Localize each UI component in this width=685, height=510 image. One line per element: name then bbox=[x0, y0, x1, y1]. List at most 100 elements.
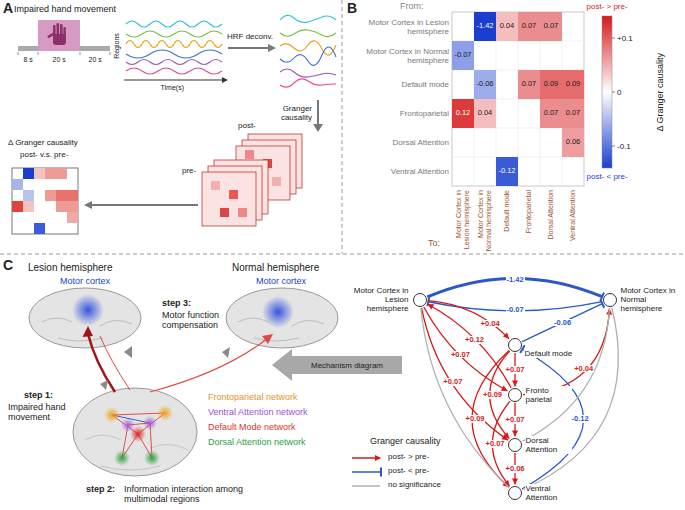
edge-label: +0.07 bbox=[450, 351, 471, 359]
edge-label: -0.07 bbox=[506, 306, 525, 314]
label: Motor Cortex in Lesion hemisphere bbox=[455, 190, 471, 252]
label: Motor Cortex in Normal hemisphere bbox=[477, 190, 493, 252]
causality-connector bbox=[522, 300, 604, 342]
node-label: Motor Cortex in Normal hemisphere bbox=[620, 286, 684, 314]
edge-label: +0.07 bbox=[505, 366, 526, 374]
legend-label: post- < pre- bbox=[388, 466, 429, 475]
node-label: Default mode bbox=[524, 349, 582, 358]
label: HRF deconv. bbox=[227, 32, 273, 41]
node-label: Fronto parietal bbox=[525, 386, 572, 404]
heatmap-grid bbox=[452, 12, 584, 186]
legend-line bbox=[352, 471, 380, 473]
edge-label: +0.09 bbox=[482, 391, 503, 399]
label: Regions bbox=[113, 21, 121, 71]
label: Normal hemisphere bbox=[232, 262, 319, 274]
label: Mechanism diagram bbox=[311, 361, 383, 370]
arrow-head bbox=[375, 455, 381, 461]
node-label: Dorsal Attention bbox=[525, 436, 572, 454]
matrix-cell: 0.07 bbox=[518, 70, 540, 99]
matrix-cell: 0.04 bbox=[474, 99, 496, 128]
label: Default mode bbox=[503, 190, 511, 252]
label: Impaired hand movement bbox=[8, 402, 70, 423]
label: post- v.s. pre- bbox=[20, 150, 68, 159]
brain-networks bbox=[73, 388, 197, 476]
mechanism-arrow bbox=[272, 349, 402, 381]
matrix-cell: 0.07 bbox=[562, 99, 584, 128]
label: 8 s bbox=[24, 56, 33, 64]
delta-matrix bbox=[12, 168, 78, 234]
brain-right bbox=[226, 288, 338, 348]
matrix-cell: 0.07 bbox=[518, 12, 540, 41]
matrix-stack bbox=[202, 134, 302, 226]
legend-label: no significance bbox=[388, 480, 441, 489]
region-node: Fronto parietal bbox=[508, 388, 522, 402]
matrix-cell: 0.07 bbox=[540, 12, 562, 41]
region-node: Ventral Attention bbox=[508, 486, 522, 500]
label: -0.1 bbox=[617, 142, 631, 151]
colorbar bbox=[602, 16, 615, 168]
legend-sample bbox=[350, 467, 384, 477]
label: Dorsal Attention bbox=[547, 190, 555, 252]
matrix-cell: 0.09 bbox=[562, 70, 584, 99]
edge-label: -0.12 bbox=[571, 415, 590, 423]
causality-connector bbox=[523, 308, 612, 394]
label: Time(s) bbox=[161, 84, 184, 92]
label: Default Mode network bbox=[208, 422, 296, 432]
label: Ventral Attention network bbox=[208, 407, 308, 417]
compensation-arrows bbox=[83, 326, 274, 392]
edge-label: +0.07 bbox=[485, 440, 506, 448]
arrow-head bbox=[512, 381, 518, 387]
label: A bbox=[3, 0, 13, 16]
label: post- > pre- bbox=[587, 2, 628, 11]
label: Δ Granger causality bbox=[655, 27, 665, 157]
matrix-cell: -0.07 bbox=[452, 41, 474, 70]
connector-line bbox=[421, 308, 509, 487]
label: Motor cortex bbox=[60, 276, 110, 286]
inhibit-head bbox=[380, 468, 382, 477]
edge-label: +0.06 bbox=[505, 465, 526, 473]
label: Impaired hand movement bbox=[14, 4, 116, 14]
brain-left bbox=[29, 288, 141, 348]
connector-line bbox=[427, 304, 511, 388]
edge-label: -1.42 bbox=[506, 276, 525, 284]
legend-line bbox=[352, 485, 380, 487]
label: +0.1 bbox=[617, 34, 633, 43]
label: Ventral Attention bbox=[354, 167, 449, 176]
label: 0 bbox=[617, 88, 621, 97]
edge-label: +0.07 bbox=[505, 416, 526, 424]
region-node: Dorsal Attention bbox=[508, 438, 522, 452]
edge-label: +0.07 bbox=[442, 378, 463, 386]
label: Δ Granger causality bbox=[8, 138, 78, 147]
matrix-cell: 0.06 bbox=[562, 128, 584, 157]
node-label: Motor Cortex in Lesion hemisphere bbox=[346, 286, 410, 314]
deconvolved-timeseries bbox=[280, 15, 336, 87]
label: Information interaction among multimodal… bbox=[124, 484, 254, 505]
causality-connector bbox=[523, 308, 619, 490]
panel-separator bbox=[0, 0, 685, 254]
label: Dorsal Attention network bbox=[208, 437, 306, 447]
task-timeline bbox=[18, 20, 110, 55]
legend-sample bbox=[350, 481, 384, 491]
label: step 1: bbox=[24, 390, 53, 400]
arrow-head bbox=[427, 304, 434, 309]
arrow-head bbox=[503, 332, 509, 338]
label: Default mode bbox=[354, 80, 449, 89]
label: post- < pre- bbox=[587, 172, 628, 181]
label: From: bbox=[400, 1, 424, 11]
matrix-cell: 0.04 bbox=[496, 12, 518, 41]
label: Frontoparietal network bbox=[208, 392, 298, 402]
label: pre- bbox=[182, 166, 196, 175]
edge-label: +0.12 bbox=[464, 336, 485, 344]
label: 20 s bbox=[53, 56, 66, 64]
causality-connector bbox=[421, 308, 509, 487]
label: Lesion hemisphere bbox=[28, 262, 113, 274]
matrix-cell: 0.09 bbox=[540, 70, 562, 99]
label: Motor Cortex in Normal hemisphere bbox=[354, 47, 449, 65]
arrow-head bbox=[503, 432, 509, 438]
legend-sample bbox=[350, 453, 384, 463]
node-label: Ventral Attention bbox=[525, 484, 572, 502]
matrix-cell: -1.42 bbox=[474, 12, 496, 41]
label: Granger causality bbox=[257, 104, 312, 122]
connector-line bbox=[522, 304, 602, 342]
label: Granger causality bbox=[370, 436, 441, 446]
